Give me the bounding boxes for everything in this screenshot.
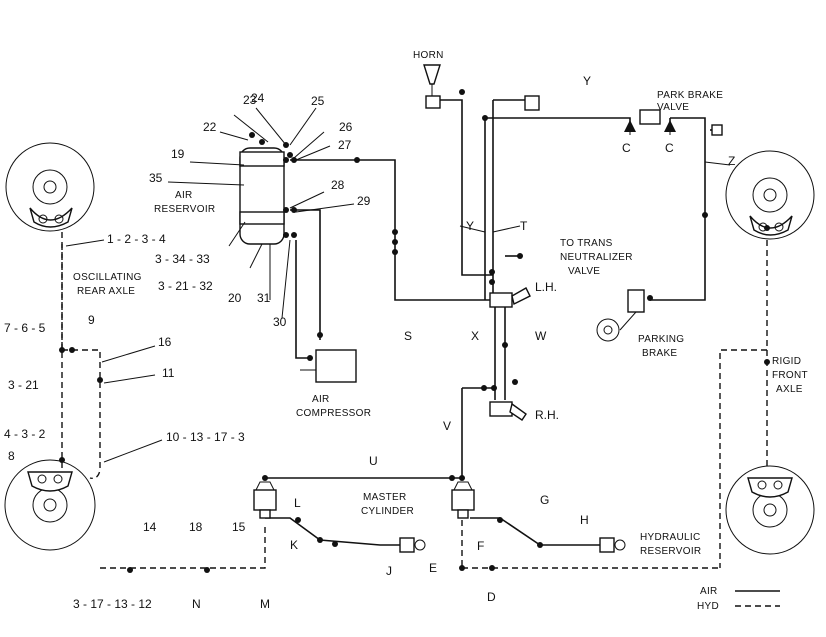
callout-1-2-3-4: 1 - 2 - 3 - 4 bbox=[107, 232, 166, 246]
line-n: N bbox=[192, 597, 201, 611]
label-rh: R.H. bbox=[535, 408, 559, 422]
connection-dots bbox=[59, 89, 770, 573]
master-cylinder-left bbox=[253, 481, 277, 519]
line-w: W bbox=[535, 329, 547, 343]
line-u: U bbox=[369, 454, 378, 468]
label-air: AIR bbox=[175, 190, 193, 201]
label-front: FRONT bbox=[772, 370, 808, 381]
label-valve: VALVE bbox=[657, 102, 689, 113]
line-z: Z bbox=[728, 154, 735, 168]
line-t: T bbox=[520, 219, 528, 233]
air-lines bbox=[264, 99, 715, 546]
callout-7-6-5: 7 - 6 - 5 bbox=[4, 321, 46, 335]
hydraulic-reservoir-right bbox=[599, 537, 626, 553]
legend-air: AIR bbox=[700, 586, 718, 597]
label-master: MASTER bbox=[363, 492, 406, 503]
callout-8: 8 bbox=[8, 449, 15, 463]
callout-31: 31 bbox=[257, 291, 271, 305]
callout-22: 22 bbox=[203, 120, 217, 134]
brake-valve-rh bbox=[489, 401, 527, 421]
label-to-trans: TO TRANS bbox=[560, 238, 613, 249]
line-k: K bbox=[290, 538, 298, 552]
callout-28: 28 bbox=[331, 178, 345, 192]
rear-axle-hyd-lines bbox=[61, 232, 101, 480]
master-cylinder-right bbox=[451, 481, 475, 519]
labels: HORN PARK BRAKE VALVE AIR RESERVOIR TO T… bbox=[4, 50, 808, 612]
callout-14: 14 bbox=[143, 520, 157, 534]
front-axle-hyd-lines bbox=[462, 240, 768, 569]
callout-27: 27 bbox=[338, 138, 352, 152]
label-parking: PARKING bbox=[638, 334, 684, 345]
line-d: D bbox=[487, 590, 496, 604]
air-reservoir bbox=[239, 147, 285, 245]
callout-9: 9 bbox=[88, 313, 95, 327]
master-cylinder-hyd-lines bbox=[100, 520, 463, 569]
label-reservoir: RESERVOIR bbox=[154, 204, 215, 215]
horn-icon bbox=[423, 64, 441, 109]
label-hydraulic: HYDRAULIC bbox=[640, 532, 701, 543]
callout-18: 18 bbox=[189, 520, 203, 534]
line-h: H bbox=[580, 513, 589, 527]
legend-hyd: HYD bbox=[697, 601, 719, 612]
label-rigid: RIGID bbox=[772, 356, 801, 367]
label-horn: HORN bbox=[413, 50, 444, 61]
callout-3-34-33: 3 - 34 - 33 bbox=[155, 252, 210, 266]
label-axle: AXLE bbox=[776, 384, 803, 395]
label-valve-2: VALVE bbox=[568, 266, 600, 277]
wheel-right-front-top bbox=[725, 150, 815, 240]
label-oscillating: OSCILLATING bbox=[73, 272, 142, 283]
label-park-brake: PARK BRAKE bbox=[657, 90, 723, 101]
callout-15: 15 bbox=[232, 520, 246, 534]
wheel-right-front-bottom bbox=[725, 465, 815, 555]
wheel-left-rear-top bbox=[5, 142, 95, 232]
line-c-right: C bbox=[665, 141, 674, 155]
label-lh: L.H. bbox=[535, 280, 557, 294]
label-compressor: COMPRESSOR bbox=[296, 408, 371, 419]
callout-29: 29 bbox=[357, 194, 371, 208]
callout-19: 19 bbox=[171, 147, 185, 161]
line-c-left: C bbox=[622, 141, 631, 155]
line-j: J bbox=[386, 564, 392, 578]
callout-25: 25 bbox=[311, 94, 325, 108]
label-brake: BRAKE bbox=[642, 348, 677, 359]
callout-23: 23 bbox=[243, 93, 257, 107]
line-y-top: Y bbox=[583, 74, 591, 88]
line-s: S bbox=[404, 329, 412, 343]
callout-3-21-32: 3 - 21 - 32 bbox=[158, 279, 213, 293]
callout-35: 35 bbox=[149, 171, 163, 185]
line-v: V bbox=[443, 419, 451, 433]
label-air-2: AIR bbox=[312, 394, 330, 405]
callout-11: 11 bbox=[162, 366, 175, 380]
label-neutralizer: NEUTRALIZER bbox=[560, 252, 633, 263]
hydraulic-reservoir-left bbox=[399, 537, 426, 553]
label-rear-axle: REAR AXLE bbox=[77, 286, 135, 297]
air-compressor bbox=[300, 349, 357, 383]
line-y: Y bbox=[466, 219, 474, 233]
callout-4-3-2: 4 - 3 - 2 bbox=[4, 427, 46, 441]
line-x: X bbox=[471, 329, 479, 343]
callout-16: 16 bbox=[158, 335, 172, 349]
callout-20: 20 bbox=[228, 291, 242, 305]
label-hyd-reservoir: RESERVOIR bbox=[640, 546, 701, 557]
label-cylinder: CYLINDER bbox=[361, 506, 414, 517]
park-brake-valve bbox=[524, 95, 723, 136]
wheel-left-rear-bottom bbox=[4, 459, 96, 551]
brake-valve-lh bbox=[489, 287, 531, 308]
callout-26: 26 bbox=[339, 120, 353, 134]
callout-3-17-13-12: 3 - 17 - 13 - 12 bbox=[73, 597, 152, 611]
line-m: M bbox=[260, 597, 270, 611]
legend bbox=[735, 590, 780, 607]
line-g: G bbox=[540, 493, 549, 507]
line-f: F bbox=[477, 539, 484, 553]
callout-10-13-17-3: 10 - 13 - 17 - 3 bbox=[166, 430, 245, 444]
leader-lines bbox=[65, 107, 731, 463]
callout-24: 24 bbox=[251, 91, 265, 105]
callout-3-21: 3 - 21 bbox=[8, 378, 39, 392]
parking-brake-icon bbox=[596, 289, 645, 342]
line-e: E bbox=[429, 561, 437, 575]
callout-30: 30 bbox=[273, 315, 287, 329]
line-l: L bbox=[294, 496, 301, 510]
